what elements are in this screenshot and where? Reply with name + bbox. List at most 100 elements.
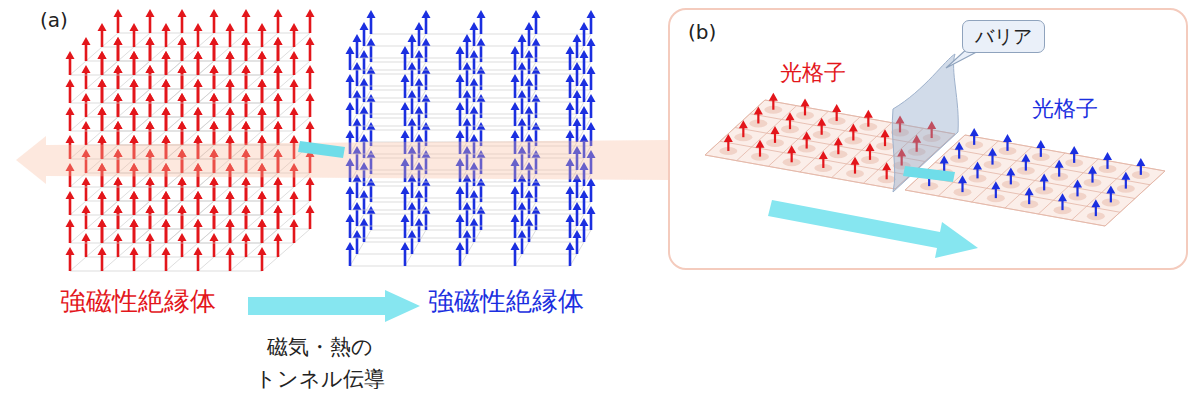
spin-arrow-head <box>802 132 811 140</box>
spin-arrow-shaft <box>69 254 72 271</box>
spin-arrow-head <box>258 51 267 59</box>
lattice-line <box>134 187 166 188</box>
lattice-line <box>134 75 166 76</box>
spin-arrow-shaft <box>245 128 248 145</box>
spin-arrow-head <box>415 50 424 58</box>
spin-arrow-shaft <box>85 128 88 145</box>
spin-arrow-head <box>360 106 369 114</box>
spin-arrow-head <box>242 37 251 45</box>
spin-arrow-head <box>463 62 472 70</box>
spin-arrow-head <box>114 177 123 185</box>
spin-arrow-shaft <box>133 58 136 75</box>
spin-arrow-shaft <box>418 85 421 102</box>
spin-arrow-shaft <box>245 72 248 89</box>
lattice-line <box>230 271 262 272</box>
spin-arrow-head <box>511 214 520 222</box>
spin-arrow-shaft <box>418 197 421 214</box>
lattice-line <box>230 75 262 76</box>
spin-arrow-head <box>226 219 235 227</box>
spin-arrow-head <box>178 121 187 129</box>
spin-arrow-shaft <box>261 198 264 215</box>
spin-arrow-head <box>146 205 155 213</box>
spin-arrow-head <box>274 205 283 213</box>
lattice-line <box>166 187 198 188</box>
spin-arrow-shaft <box>466 41 469 58</box>
spin-arrow-head <box>130 79 139 87</box>
spin-arrow-shaft <box>583 113 586 130</box>
spin-arrow-shaft <box>197 226 200 243</box>
spin-arrow-shaft <box>1010 174 1012 184</box>
lattice-line <box>166 103 198 104</box>
spin-arrow-shaft <box>117 128 120 145</box>
spin-arrow-head <box>258 107 267 115</box>
spin-arrow-head <box>98 219 107 227</box>
lattice-label: 光格子 <box>780 60 846 86</box>
spin-arrow-head <box>98 247 107 255</box>
spin-arrow-head <box>226 107 235 115</box>
spin-arrow-head <box>178 65 187 73</box>
spin-arrow-shaft <box>117 16 120 33</box>
spin-arrow-head <box>771 126 780 134</box>
spin-arrow-head <box>146 177 155 185</box>
spin-arrow-shaft <box>181 72 184 89</box>
spin-arrow-head <box>456 242 465 250</box>
spin-arrow-shaft <box>309 212 312 229</box>
spin-arrow-head <box>851 157 860 165</box>
spin-arrow-head <box>422 38 431 46</box>
spin-arrow-head <box>130 219 139 227</box>
spin-arrow-head <box>210 93 219 101</box>
spin-arrow-head <box>66 51 75 59</box>
spin-arrow-shaft <box>181 184 184 201</box>
spin-arrow-shaft <box>149 128 152 145</box>
spin-arrow-head <box>210 205 219 213</box>
spin-arrow-head <box>258 79 267 87</box>
spin-arrow-head <box>360 134 369 142</box>
spin-arrow-shaft <box>165 30 168 47</box>
spin-arrow-head <box>456 186 465 194</box>
spin-arrow-shaft <box>418 57 421 74</box>
spin-arrow-shaft <box>133 198 136 215</box>
spin-arrow-shaft <box>213 100 216 117</box>
spin-arrow-head <box>114 93 123 101</box>
lattice-line <box>350 126 405 127</box>
spin-arrow-shaft <box>197 226 200 243</box>
spin-arrow-head <box>98 135 107 143</box>
spin-arrow-shaft <box>213 184 216 201</box>
spin-arrow-head <box>162 107 171 115</box>
spin-arrow-shaft <box>1006 141 1008 151</box>
spin-arrow-head <box>114 121 123 129</box>
lattice-line <box>166 75 198 76</box>
spin-arrow-head <box>178 177 187 185</box>
spin-arrow-head <box>587 66 596 74</box>
material-label: 強磁性絶縁体 <box>60 286 216 317</box>
spin-arrow-head <box>146 233 155 241</box>
spin-arrow-head <box>401 130 410 138</box>
spin-arrow-shaft <box>181 240 184 257</box>
spin-arrow-shaft <box>85 240 88 257</box>
spin-arrow-head <box>98 219 107 227</box>
spin-arrow-shaft <box>85 44 88 61</box>
spin-arrow-shaft <box>245 100 248 117</box>
spin-arrow-head <box>1040 173 1049 181</box>
spin-arrow-head <box>739 120 748 128</box>
wave-line <box>905 190 1105 226</box>
spin-arrow-head <box>194 23 203 31</box>
spin-arrow-shaft <box>411 237 414 254</box>
spin-arrow-head <box>401 102 410 110</box>
spin-arrow-head <box>210 93 219 101</box>
lattice-line <box>134 257 150 271</box>
lattice-line <box>460 266 515 267</box>
spin-arrow-head <box>146 93 155 101</box>
spin-arrow-shaft <box>101 198 104 215</box>
spin-arrow-head <box>146 93 155 101</box>
lattice-line <box>134 215 166 216</box>
spin-arrow-head <box>258 135 267 143</box>
lattice-line <box>102 257 118 271</box>
spin-arrow-head <box>210 233 219 241</box>
spin-arrow-shaft <box>521 125 524 142</box>
spin-arrow-shaft <box>213 16 216 33</box>
spin-arrow-head <box>456 130 465 138</box>
spin-arrow-shaft <box>1025 161 1027 171</box>
spin-arrow-shaft <box>165 254 168 271</box>
